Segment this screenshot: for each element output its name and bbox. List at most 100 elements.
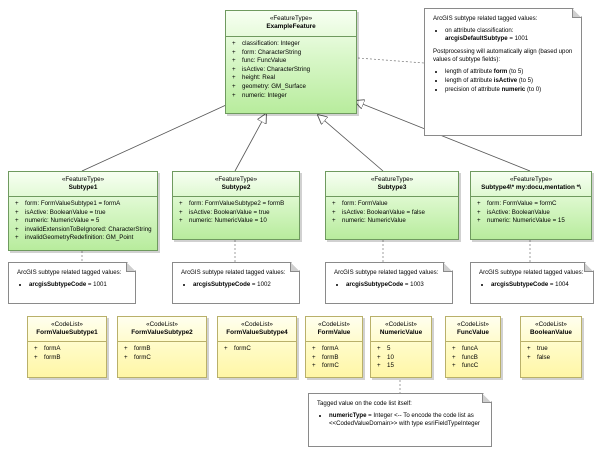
generalization-subtype1 [81, 100, 237, 172]
note-item: arcgisSubtypeCode = 1001 [29, 281, 127, 289]
attribute: numeric: NumericValue = 10 [179, 217, 299, 226]
note-fold-icon [443, 263, 452, 272]
note-title: ArcGIS subtype related tagged values: [334, 269, 439, 276]
note-fold-icon [290, 263, 299, 272]
code-value: formA [312, 345, 362, 354]
attribute: form: FormValue = formC [477, 200, 591, 209]
stereotype-label: «CodeList» [385, 321, 417, 328]
codelist-booleanvalue[interactable]: «CodeList» BooleanValue true false [520, 316, 582, 378]
attribute: isActive: BooleanValue = true [179, 209, 299, 218]
class-name: FormValue [317, 329, 351, 336]
note-anchor-top [357, 57, 425, 64]
value-list: true false [521, 342, 581, 362]
class-subtype4[interactable]: «FeatureType» Subtype4\* my:docu,mentati… [470, 171, 592, 240]
class-name: Subtype1 [68, 184, 98, 191]
stereotype-label: «CodeList» [241, 321, 273, 328]
attribute: invalidExtensionToBeIgnored: CharacterSt… [15, 226, 157, 235]
class-header: «CodeList» FormValueSubtype4 [218, 317, 296, 342]
attribute-list: form: FormValue isActive: BooleanValue =… [326, 197, 458, 226]
attribute-list: form: FormValueSubtype2 = formB isActive… [173, 197, 299, 226]
attribute-list: form: FormValue = formC isActive: Boolea… [471, 197, 591, 226]
class-name: Subtype2 [221, 184, 251, 191]
note-list: numericType = Integer <-- To encode the … [317, 412, 483, 428]
code-value: 10 [377, 354, 431, 363]
attribute: form: CharacterString [232, 49, 356, 58]
note-arcgis-default-subtype[interactable]: ArcGIS subtype related tagged values: on… [424, 8, 582, 136]
attribute: isActive: CharacterString [232, 66, 356, 75]
class-name: FuncValue [457, 329, 489, 336]
note-subtype1-code[interactable]: ArcGIS subtype related tagged values: ar… [8, 262, 136, 304]
attribute: numeric: Integer [232, 92, 356, 101]
code-value: formC [124, 354, 206, 363]
code-value: formB [124, 345, 206, 354]
codelist-formvalue[interactable]: «CodeList» FormValue formA formB formC [305, 316, 363, 378]
codelist-funcvalue[interactable]: «CodeList» FuncValue funcA funcB funcC [445, 316, 501, 378]
value-list: formC [218, 342, 296, 354]
note-title: Tagged value on the code list itself: [317, 400, 412, 407]
class-header: «CodeList» FuncValue [446, 317, 500, 342]
code-value: 15 [377, 362, 431, 371]
note-fold-icon [482, 394, 491, 403]
note-title: ArcGIS subtype related tagged values: [17, 269, 122, 276]
stereotype-label: «FeatureType» [509, 176, 553, 183]
note-title: ArcGIS subtype related tagged values: [181, 269, 286, 276]
attribute: numeric: NumericValue = 5 [15, 217, 157, 226]
class-header: «FeatureType» Subtype4\* my:docu,mentati… [471, 172, 591, 197]
class-name: FormValueSubtype2 [131, 329, 193, 336]
note-subtype4-code[interactable]: ArcGIS subtype related tagged values: ar… [470, 262, 594, 304]
class-subtype2[interactable]: «FeatureType» Subtype2 form: FormValueSu… [172, 171, 300, 240]
code-value: formC [312, 362, 362, 371]
stereotype-label: «FeatureType» [214, 176, 258, 183]
code-value: 5 [377, 345, 431, 354]
attribute: isActive: BooleanValue = true [15, 209, 157, 218]
note-list: arcgisSubtypeCode = 1003 [334, 281, 444, 289]
attribute: invalidGeometryRedefinition: GM_Point [15, 234, 157, 243]
note-item: length of attribute isActive (to 5) [445, 77, 573, 85]
class-subtype3[interactable]: «FeatureType» Subtype3 form: FormValue i… [325, 171, 459, 240]
stereotype-label: «CodeList» [51, 321, 83, 328]
class-header: «CodeList» FormValueSubtype1 [28, 317, 106, 342]
class-header: «CodeList» FormValue [306, 317, 362, 342]
class-name: ExampleFeature [266, 23, 316, 30]
codelist-numericvalue[interactable]: «CodeList» NumericValue 5 10 15 [370, 316, 432, 378]
note-list: on attribute classification: arcgisDefau… [433, 27, 573, 43]
note-list: arcgisSubtypeCode = 1001 [17, 281, 127, 289]
generalization-subtype2 [234, 114, 266, 172]
code-value: formA [34, 345, 106, 354]
attribute: numeric: NumericValue [332, 217, 458, 226]
note-item: arcgisSubtypeCode = 1002 [193, 281, 291, 289]
note-item: numericType = Integer <-- To encode the … [329, 412, 483, 428]
note-fold-icon [584, 263, 593, 272]
code-value: funcA [452, 345, 500, 354]
note-item: arcgisSubtypeCode = 1004 [491, 281, 585, 289]
class-header: «CodeList» FormValueSubtype2 [118, 317, 206, 342]
attribute: form: FormValue [332, 200, 458, 209]
class-header: «FeatureType» ExampleFeature [226, 11, 356, 37]
class-name: NumericValue [379, 329, 423, 336]
note-subtype2-code[interactable]: ArcGIS subtype related tagged values: ar… [172, 262, 300, 304]
note-numeric-type[interactable]: Tagged value on the code list itself: nu… [308, 393, 492, 447]
codelist-formvaluesubtype1[interactable]: «CodeList» FormValueSubtype1 formA formB [27, 316, 107, 378]
stereotype-label: «CodeList» [146, 321, 178, 328]
class-name: Subtype4\* my:docu,mentation *\ [481, 184, 581, 191]
codelist-formvaluesubtype2[interactable]: «CodeList» FormValueSubtype2 formB formC [117, 316, 207, 378]
attribute: isActive: BooleanValue = false [332, 209, 458, 218]
value-list: formA formB [28, 342, 106, 362]
class-subtype1[interactable]: «FeatureType» Subtype1 form: FormValueSu… [8, 171, 158, 251]
value-list: 5 10 15 [371, 342, 431, 371]
stereotype-label: «CodeList» [318, 321, 350, 328]
note-subtype3-code[interactable]: ArcGIS subtype related tagged values: ar… [325, 262, 453, 304]
codelist-formvaluesubtype4[interactable]: «CodeList» FormValueSubtype4 formC [217, 316, 297, 378]
stereotype-label: «FeatureType» [370, 176, 414, 183]
value-list: funcA funcB funcC [446, 342, 500, 371]
attribute: form: FormValueSubtype1 = formA [15, 200, 157, 209]
attribute: classification: Integer [232, 40, 356, 49]
note-list: arcgisSubtypeCode = 1004 [479, 281, 585, 289]
code-value: funcB [452, 354, 500, 363]
class-examplefeature[interactable]: «FeatureType» ExampleFeature classificat… [225, 10, 357, 114]
attribute: height: Real [232, 74, 356, 83]
code-value: formB [34, 354, 106, 363]
code-value: funcC [452, 362, 500, 371]
stereotype-label: «FeatureType» [61, 176, 105, 183]
note-list: length of attribute form (to 5) length o… [433, 68, 573, 95]
